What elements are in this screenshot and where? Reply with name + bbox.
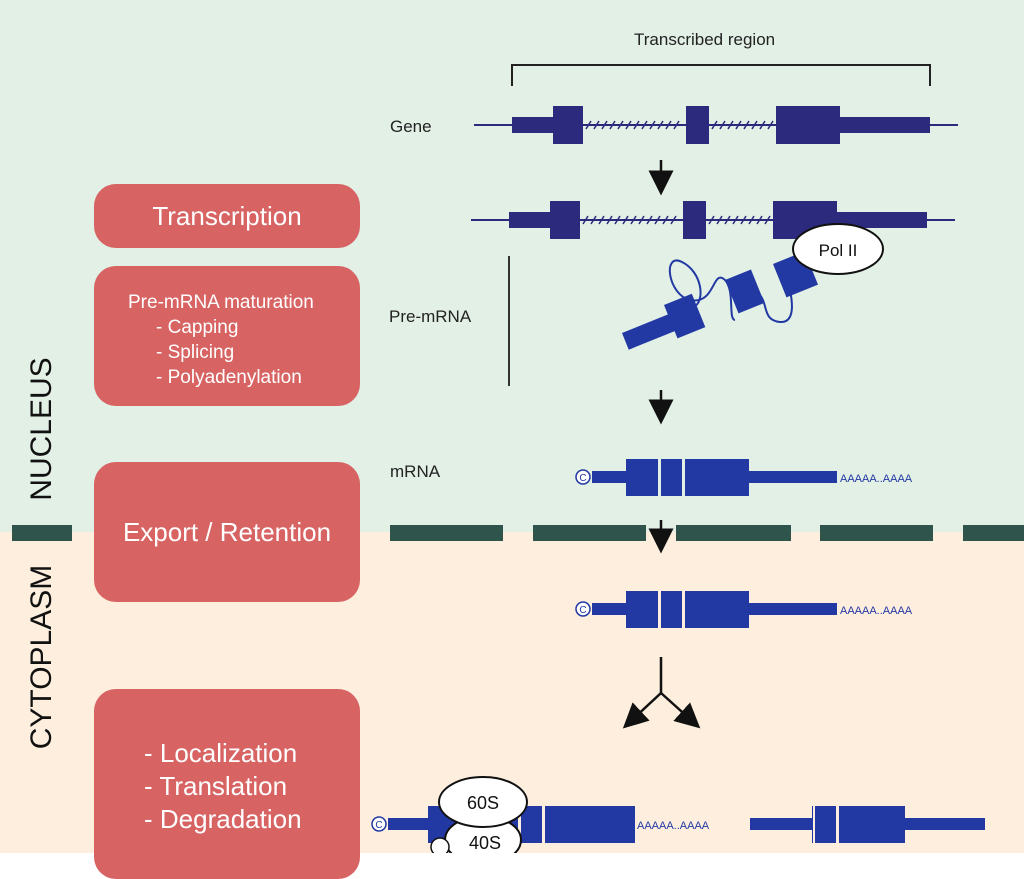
cap-label-translated: C	[375, 820, 382, 831]
maturation-item-polyadenylation: - Polyadenylation	[156, 367, 302, 388]
pre-mrna-graphic	[622, 251, 819, 350]
pol2-shape	[792, 223, 884, 275]
polya-label-nuclear: AAAAA..AAAA	[840, 473, 913, 485]
mrna-label: mRNA	[390, 462, 441, 481]
transcription-step: Transcription	[94, 184, 360, 248]
polya-label-cytoplasm: AAAAA..AAAA	[840, 605, 913, 617]
maturation-step: Pre-mRNA maturation - Capping - Splicing…	[94, 266, 360, 406]
nucleus-label: NUCLEUS	[25, 357, 58, 501]
ribosome-large-subunit	[438, 776, 528, 828]
ribosome-large-label: 60S	[467, 793, 499, 813]
transcribed-region-bracket	[511, 64, 931, 86]
fate-degradation: - Degradation	[144, 804, 302, 834]
nuclear-membrane	[12, 525, 1024, 541]
maturation-step-title: Pre-mRNA maturation	[128, 292, 314, 313]
fate-localization: - Localization	[144, 738, 298, 768]
pol2-label: Pol II	[819, 241, 858, 260]
cytoplasmic-mrna-graphic	[575, 591, 837, 628]
transcription-step-label: Transcription	[152, 200, 302, 231]
maturation-item-capping: - Capping	[156, 317, 239, 338]
polya-label-translated: AAAAA..AAAA	[637, 820, 710, 832]
export-retention-step-label: Export / Retention	[122, 516, 332, 547]
degraded-mrna-graphic	[750, 806, 985, 843]
transcribed-region-label: Transcribed region	[634, 30, 776, 49]
gene-transcribing-graphic	[471, 201, 955, 239]
branch-arrow	[622, 657, 701, 729]
gene-label: Gene	[390, 117, 432, 136]
cytoplasm-label: CYTOPLASM	[25, 564, 58, 750]
cap-label-nuclear: C	[579, 473, 586, 484]
maturation-item-splicing: - Splicing	[156, 342, 235, 363]
diagram-graphics: Pol II C C C AAAAA..AAAA AAAAA..AAAA AAA…	[12, 64, 1024, 853]
gene-graphic	[474, 106, 958, 144]
ribosome-small-label: 40S	[469, 833, 501, 853]
fate-translation: - Translation	[144, 771, 288, 801]
cap-label-cytoplasm: C	[579, 605, 586, 616]
ribosome-tag	[430, 837, 450, 853]
export-retention-step: Export / Retention	[94, 462, 360, 602]
mrna-fate-step: - Localization - Translation - Degradati…	[94, 689, 360, 879]
pre-mrna-label: Pre-mRNA	[389, 307, 472, 326]
nuclear-mrna-graphic	[575, 459, 837, 496]
